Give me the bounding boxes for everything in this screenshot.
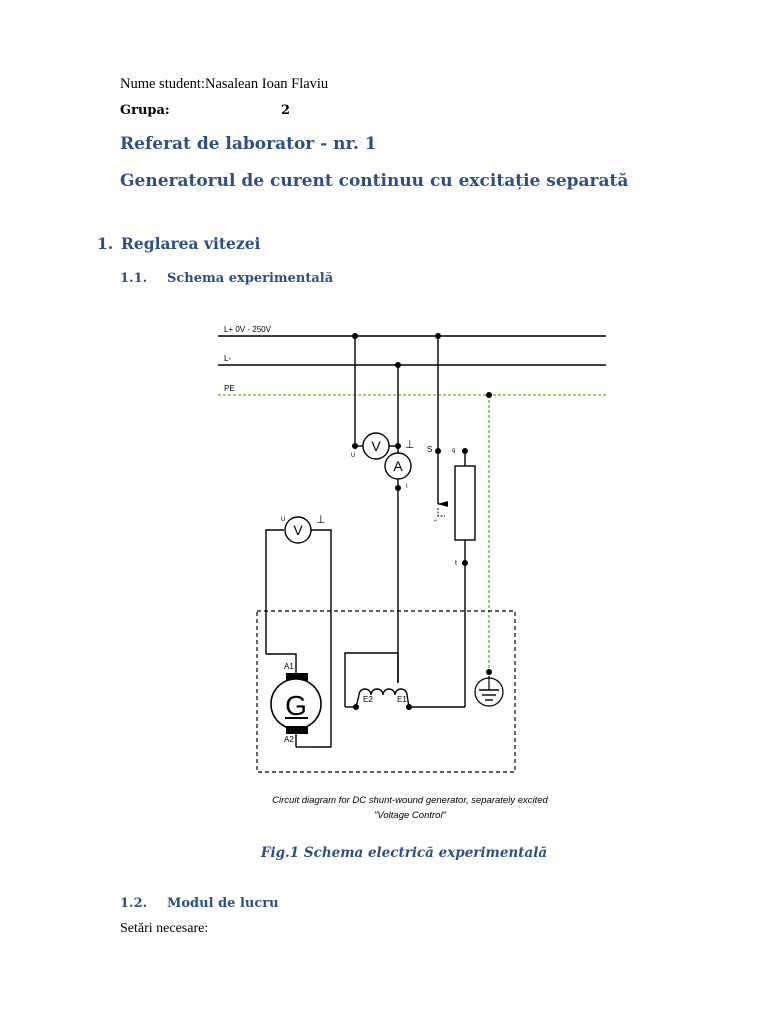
section-1-heading: 1. Reglarea vitezei — [97, 234, 260, 253]
node — [352, 333, 358, 339]
node — [486, 392, 492, 398]
terminal-a2: A2 — [284, 735, 294, 744]
rheostat-mark: ⌐ — [434, 518, 438, 524]
figure-caption-text: Fig.1 Schema electrică experimentală — [260, 845, 548, 861]
node — [395, 485, 401, 491]
student-name-line: Nume student:Nasalean Ioan Flaviu — [120, 76, 329, 92]
terminal-u-top: U — [351, 453, 355, 459]
label-lplus: L+ 0V - 250V — [224, 325, 272, 334]
terminal-e2: E2 — [363, 695, 373, 704]
terminal-e1: E1 — [397, 695, 407, 704]
node — [395, 362, 401, 368]
terminal-q: q — [452, 448, 455, 454]
ammeter-label: A — [393, 458, 403, 474]
section-1-title: Reglarea vitezei — [121, 234, 261, 253]
generator-label: G — [285, 690, 307, 721]
voltmeter-top-label: V — [371, 438, 381, 454]
terminal-i: I — [406, 484, 408, 490]
group-label: Grupa: — [120, 103, 170, 118]
section-1-1-number: 1.1. — [120, 271, 148, 286]
terminal-t: t — [455, 560, 457, 567]
report-subject: Generatorul de curent continuu cu excita… — [120, 171, 629, 191]
group-value: 2 — [281, 103, 291, 118]
rheostat — [454, 465, 476, 541]
section-1-1-title: Schema experimentală — [167, 271, 334, 286]
section-1-1-heading: 1.1. Schema experimentală — [120, 271, 333, 286]
settings-text: Setări necesare: — [120, 921, 209, 936]
node — [462, 560, 468, 566]
terminal-s: S — [427, 445, 432, 454]
node — [462, 448, 468, 454]
node — [435, 333, 441, 339]
section-1-2-heading: 1.2. Modul de lucru — [120, 896, 279, 911]
label-lminus: L- — [224, 354, 231, 363]
machine-enclosure — [256, 610, 516, 773]
terminal-ground-left: ⊥ — [316, 514, 326, 526]
section-1-number: 1. — [97, 234, 114, 253]
diagram-caption-line2: "Voltage Control" — [374, 810, 447, 821]
terminal-a1: A1 — [284, 662, 294, 671]
field-winding — [358, 688, 408, 696]
figure-caption: Fig.1 Schema electrică experimentală — [0, 845, 768, 861]
section-1-2-title: Modul de lucru — [167, 896, 279, 911]
label-pe: PE — [224, 384, 235, 393]
terminal-u-left: U — [281, 517, 285, 523]
section-1-2-number: 1.2. — [120, 896, 148, 911]
node — [486, 669, 492, 675]
voltmeter-left-label: V — [293, 522, 303, 538]
brush-bottom — [286, 726, 308, 734]
node — [435, 448, 441, 454]
diagram-caption-line1: Circuit diagram for DC shunt-wound gener… — [272, 795, 548, 806]
report-title: Referat de laborator - nr. 1 — [120, 134, 377, 154]
brush-top — [286, 673, 308, 681]
terminal-ground-top: ⊥ — [405, 439, 415, 451]
